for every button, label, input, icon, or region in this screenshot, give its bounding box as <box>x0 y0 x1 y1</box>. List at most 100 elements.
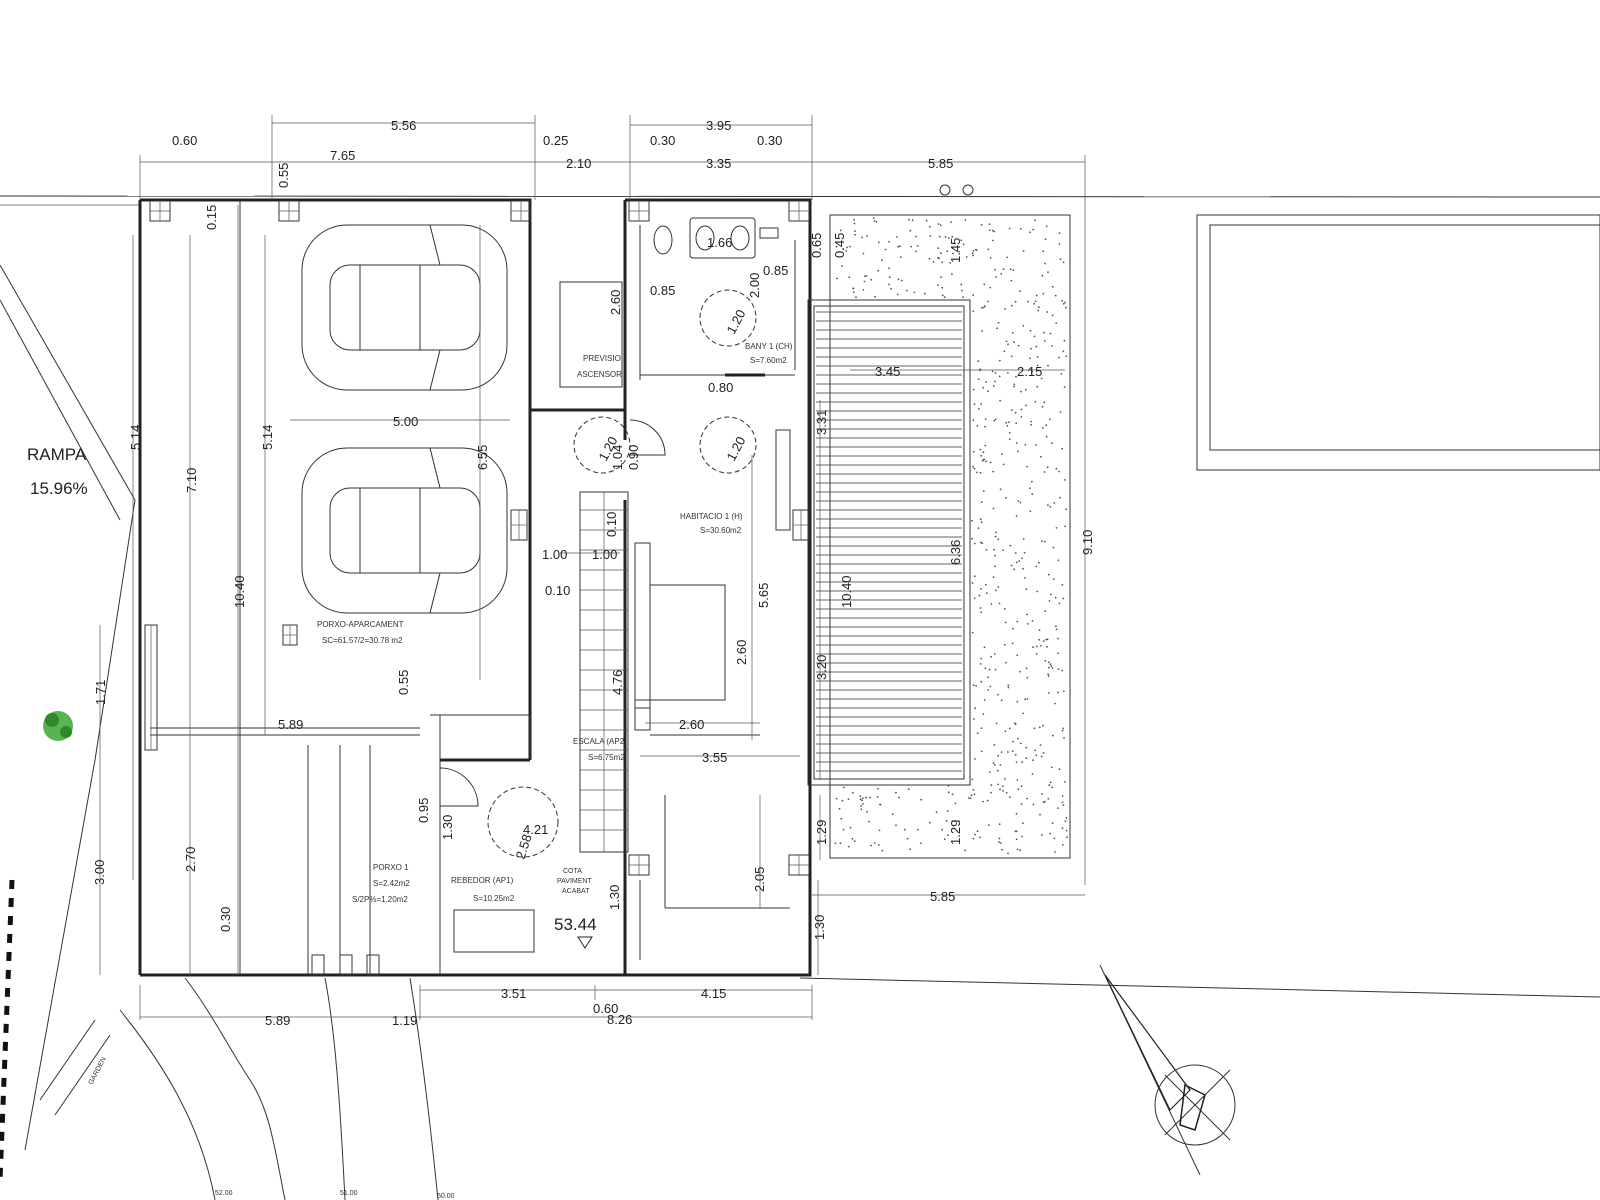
gravel-dot <box>1021 835 1023 838</box>
contour-label: 50.00 <box>437 1193 455 1200</box>
gravel-dot <box>1039 813 1041 816</box>
gravel-dot <box>1065 355 1068 358</box>
gravel-dot <box>863 280 866 283</box>
gravel-dot <box>1051 822 1054 824</box>
gravel-dot <box>1061 447 1064 450</box>
gravel-dot <box>1019 501 1022 504</box>
gravel-dot <box>1026 676 1029 679</box>
room-area: S/2P%=1.20m2 <box>352 895 408 904</box>
gravel-dot <box>1047 673 1050 675</box>
gravel-dot <box>890 287 892 290</box>
gravel-dot <box>1040 377 1043 380</box>
gravel-dot <box>990 603 993 605</box>
gravel-dot <box>1002 463 1005 466</box>
gravel-dot <box>1040 644 1042 647</box>
gravel-dot <box>982 490 985 493</box>
gravel-dot <box>1033 335 1036 338</box>
gravel-dot <box>862 797 864 800</box>
gravel-dot <box>1001 848 1003 851</box>
gravel-dot <box>898 796 900 799</box>
gravel-dot <box>997 783 999 786</box>
gravel-dot <box>998 359 1001 362</box>
gravel-dot <box>1061 843 1064 846</box>
gravel-dot <box>878 829 881 832</box>
gravel-dot <box>980 750 983 753</box>
room-area: S=7.60m2 <box>750 356 787 365</box>
gravel-dot <box>1052 546 1055 549</box>
gravel-dot <box>1062 350 1065 353</box>
gravel-dot <box>869 796 871 799</box>
gravel-dot <box>1016 620 1019 623</box>
gravel-dot <box>859 798 862 801</box>
gravel-dot <box>1007 852 1009 855</box>
gravel-dot <box>928 225 931 228</box>
gravel-dot <box>1065 306 1067 309</box>
gravel-dot <box>1007 684 1010 687</box>
gravel-dot <box>999 764 1002 766</box>
gravel-dot <box>1017 344 1020 347</box>
gravel-dot <box>911 219 914 222</box>
gravel-dot <box>1063 781 1066 783</box>
gravel-dot <box>836 277 838 280</box>
gravel-dot <box>998 837 1001 840</box>
gravel-dot <box>1048 573 1050 576</box>
gravel-dot <box>1009 544 1012 547</box>
gravel-dot <box>1000 272 1003 275</box>
gravel-dot <box>1053 578 1055 580</box>
dimension-label: 2.58 <box>513 832 535 861</box>
gravel-dot <box>877 241 880 244</box>
gravel-dot <box>1029 231 1031 234</box>
gravel-dot <box>1010 304 1013 307</box>
gravel-dot <box>987 390 989 393</box>
terrain-contours <box>39 977 439 1200</box>
gravel-dot <box>993 419 996 422</box>
gravel-dot <box>1022 567 1024 570</box>
dimension-label: 2.60 <box>608 290 623 315</box>
dimension-label: 2.60 <box>734 640 749 665</box>
gravel-dot <box>1035 754 1038 757</box>
gravel-dot <box>1049 332 1052 335</box>
gravel-dot <box>1035 294 1038 297</box>
gravel-dot <box>979 448 982 451</box>
gravel-dot <box>1054 851 1056 853</box>
gravel-dot <box>1019 670 1021 673</box>
gravel-dot <box>977 360 980 363</box>
gravel-dot <box>1045 638 1047 641</box>
ramp-slope: 15.96% <box>30 479 88 498</box>
gravel-dot <box>906 837 909 840</box>
contour-label: 52.00 <box>215 1190 233 1197</box>
dimension-label: 2.70 <box>183 847 198 872</box>
gravel-dot <box>935 811 938 814</box>
gravel-dot <box>993 744 996 746</box>
gravel-dot <box>1013 568 1015 571</box>
gravel-dot <box>962 296 964 299</box>
gravel-dot <box>864 275 866 278</box>
dimension-label: 5.89 <box>278 717 303 732</box>
gravel-dot <box>845 250 848 252</box>
gravel-dot <box>897 245 899 248</box>
gravel-dot <box>1004 778 1006 780</box>
gravel-dot <box>1021 557 1023 560</box>
dimension-label: 5.00 <box>393 414 418 429</box>
gravel-dot <box>952 252 954 255</box>
gravel-dot <box>1051 667 1054 669</box>
gravel-dot <box>994 535 997 538</box>
room-area: S=2.42m2 <box>373 879 410 888</box>
gravel-dot <box>908 218 910 221</box>
gravel-dot <box>929 235 932 237</box>
gravel-dot <box>984 667 987 670</box>
gravel-dot <box>1003 643 1006 646</box>
gravel-dot <box>1014 830 1017 833</box>
gravel-dot <box>973 718 975 720</box>
gravel-dot <box>1012 269 1015 272</box>
gravel-dot <box>980 454 982 457</box>
gravel-dot <box>1041 793 1043 795</box>
gravel-dot <box>1024 443 1027 446</box>
gravel-dot <box>962 243 965 246</box>
dimension-label: 7.65 <box>330 148 355 163</box>
gravel-dot <box>1011 332 1014 334</box>
gravel-dot <box>929 821 931 824</box>
gravel-dot <box>862 252 865 255</box>
gravel-dot <box>972 837 975 840</box>
gravel-dot <box>1019 742 1022 745</box>
